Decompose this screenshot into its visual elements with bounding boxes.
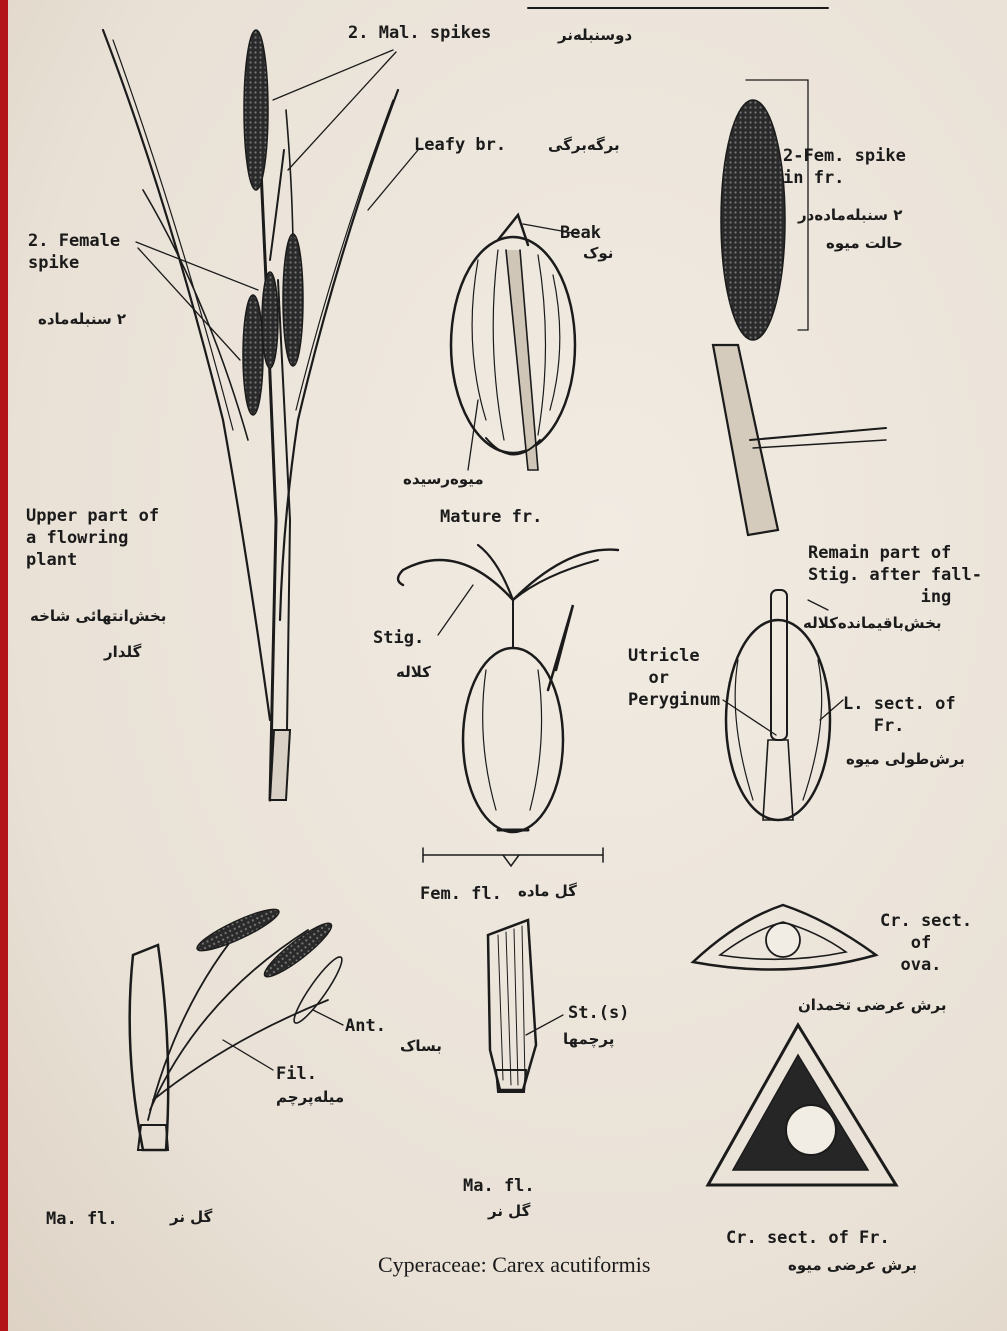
longitudinal-section-label: L. sect. of Fr.	[843, 693, 956, 737]
female-spike-label-fa: ۲ سنبله‌ماده	[38, 310, 126, 328]
male-flower-mid-label: Ma. fl.	[463, 1175, 535, 1197]
remain-part-label: Remain part of Stig. after fall- ing	[808, 542, 982, 608]
beak-label-fa: نوک	[583, 244, 613, 262]
male-spikes-label-fa: دوسنبله‌نر	[558, 26, 632, 44]
botanical-illustration	[8, 0, 1007, 1331]
female-flower-drawing	[398, 545, 618, 866]
stamens-label: St.(s)	[568, 1002, 629, 1024]
flowering-plant-drawing	[103, 30, 398, 800]
figure-caption: Cyperaceae: Carex acutiformis	[378, 1252, 650, 1278]
anther-label-fa: بساک	[400, 1037, 442, 1055]
mature-fruit-label-fa: میوه‌رسیده	[403, 470, 484, 488]
ovary-cross-section-label: Cr. sect. of ova.	[880, 910, 972, 976]
mature-fruit-label: Mature fr.	[440, 506, 542, 528]
fruit-cross-section-drawing	[708, 1025, 896, 1185]
filament-label-fa: میله‌پرچم	[276, 1088, 344, 1106]
stigma-label-fa: کلاله	[396, 663, 431, 681]
upper-part-label-fa-1: بخش‌انتهائی شاخه	[30, 607, 166, 625]
male-spikes-label: 2. Mal. spikes	[348, 22, 491, 44]
stamens-label-fa: پرچمها	[563, 1030, 614, 1048]
fruit-cross-section-label-fa: برش عرضی میوه	[788, 1256, 917, 1274]
male-flower-left-label-fa: گل نر	[170, 1208, 212, 1226]
female-spike-in-fruit-label-fa-1: ۲ سنبله‌ماده‌در	[798, 206, 902, 224]
upper-part-label-fa-2: گلدار	[104, 643, 141, 661]
upper-part-label: Upper part of a flowring plant	[26, 505, 159, 571]
male-flower-mid-label-fa: گل نر	[488, 1202, 530, 1220]
leafy-bract-label: Leafy br.	[414, 134, 506, 156]
female-spike-in-fruit-label: 2-Fem. spike in fr.	[783, 145, 906, 189]
utricle-label: Utricle or Peryginum	[628, 645, 720, 711]
filament-label: Fil.	[276, 1063, 317, 1085]
stigma-label: Stig.	[373, 627, 424, 649]
leafy-bract-label-fa: برگه‌برگی	[548, 136, 620, 154]
beak-label: Beak	[560, 222, 601, 244]
male-flower-drawing	[130, 903, 348, 1150]
female-spike-label: 2. Female spike	[28, 230, 120, 274]
male-flower-left-label: Ma. fl.	[46, 1208, 118, 1230]
remain-part-label-fa: بخش‌باقیمانده‌کلاله	[803, 614, 942, 632]
female-spike-in-fruit-label-fa-2: حالت میوه	[826, 234, 903, 252]
longitudinal-section-label-fa: برش‌طولی میوه	[846, 750, 965, 768]
mature-fruit-drawing	[451, 215, 578, 470]
fruit-cross-section-label: Cr. sect. of Fr.	[726, 1227, 890, 1249]
anther-label: Ant.	[345, 1015, 386, 1037]
ovary-cross-section-label-fa: برش عرضی تخمدان	[798, 996, 946, 1014]
ovary-cross-section-drawing	[693, 905, 876, 970]
female-flower-label: Fem. fl.	[420, 883, 502, 905]
male-flower-glume-drawing	[488, 920, 563, 1092]
female-flower-label-fa: گل ماده	[518, 882, 577, 900]
book-page: 2. Mal. spikes دوسنبله‌نر Leafy br. برگه…	[8, 0, 1007, 1331]
